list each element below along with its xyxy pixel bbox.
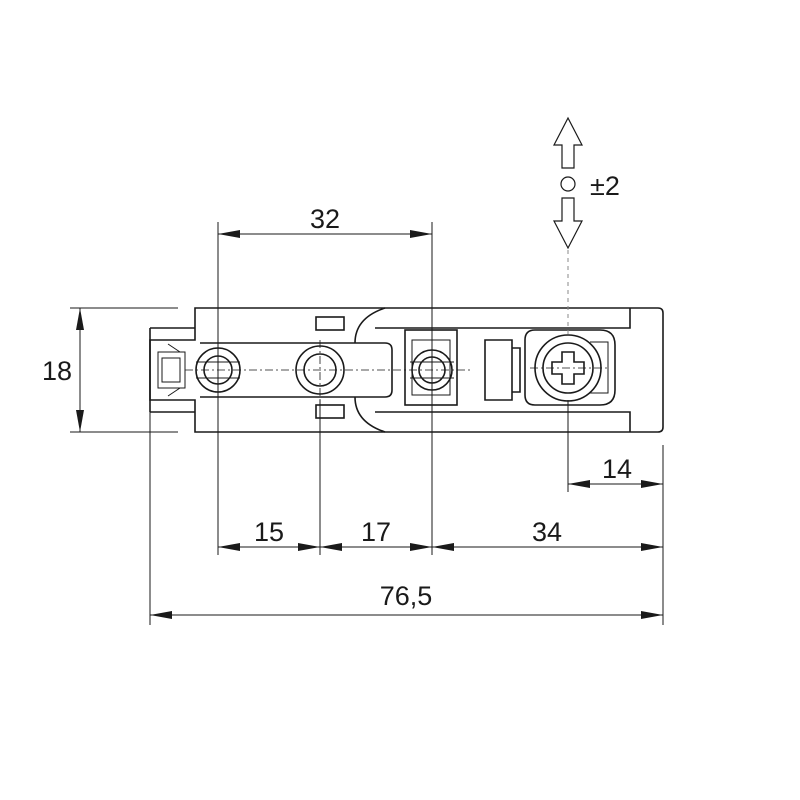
height-adjustment-symbol: ±2	[553, 116, 620, 250]
slot-bottom	[315, 404, 345, 419]
dimension-chain: 15 17 34	[218, 517, 663, 551]
hinge-plate	[149, 307, 664, 433]
dim-label-14: 14	[602, 454, 632, 484]
arrow-down-icon	[553, 197, 583, 250]
cam-block	[404, 329, 458, 406]
dim-label-17: 17	[361, 517, 391, 547]
screw-slot	[524, 329, 616, 406]
inner-frame	[375, 308, 631, 432]
dimension-32: 32	[218, 204, 432, 238]
dim-label-18: 18	[42, 356, 72, 386]
dimension-18: 18	[42, 308, 84, 432]
body-step	[354, 307, 386, 433]
extension-lines	[70, 222, 664, 625]
dim-label-76-5: 76,5	[380, 581, 433, 611]
dim-label-adjustment: ±2	[590, 171, 620, 201]
dim-label-32: 32	[310, 204, 340, 234]
slot-top	[315, 316, 345, 331]
arm-bar	[200, 342, 393, 398]
dimension-overall: 76,5	[150, 581, 663, 619]
dim-label-15: 15	[254, 517, 284, 547]
connector	[484, 339, 521, 401]
phillips-cross-icon	[551, 351, 585, 385]
center-point-icon	[560, 176, 576, 192]
dim-label-34: 34	[532, 517, 562, 547]
arrow-up-icon	[553, 116, 583, 169]
plate-outline	[149, 307, 664, 433]
dimension-14: 14	[568, 454, 663, 488]
clip-end	[149, 327, 195, 413]
